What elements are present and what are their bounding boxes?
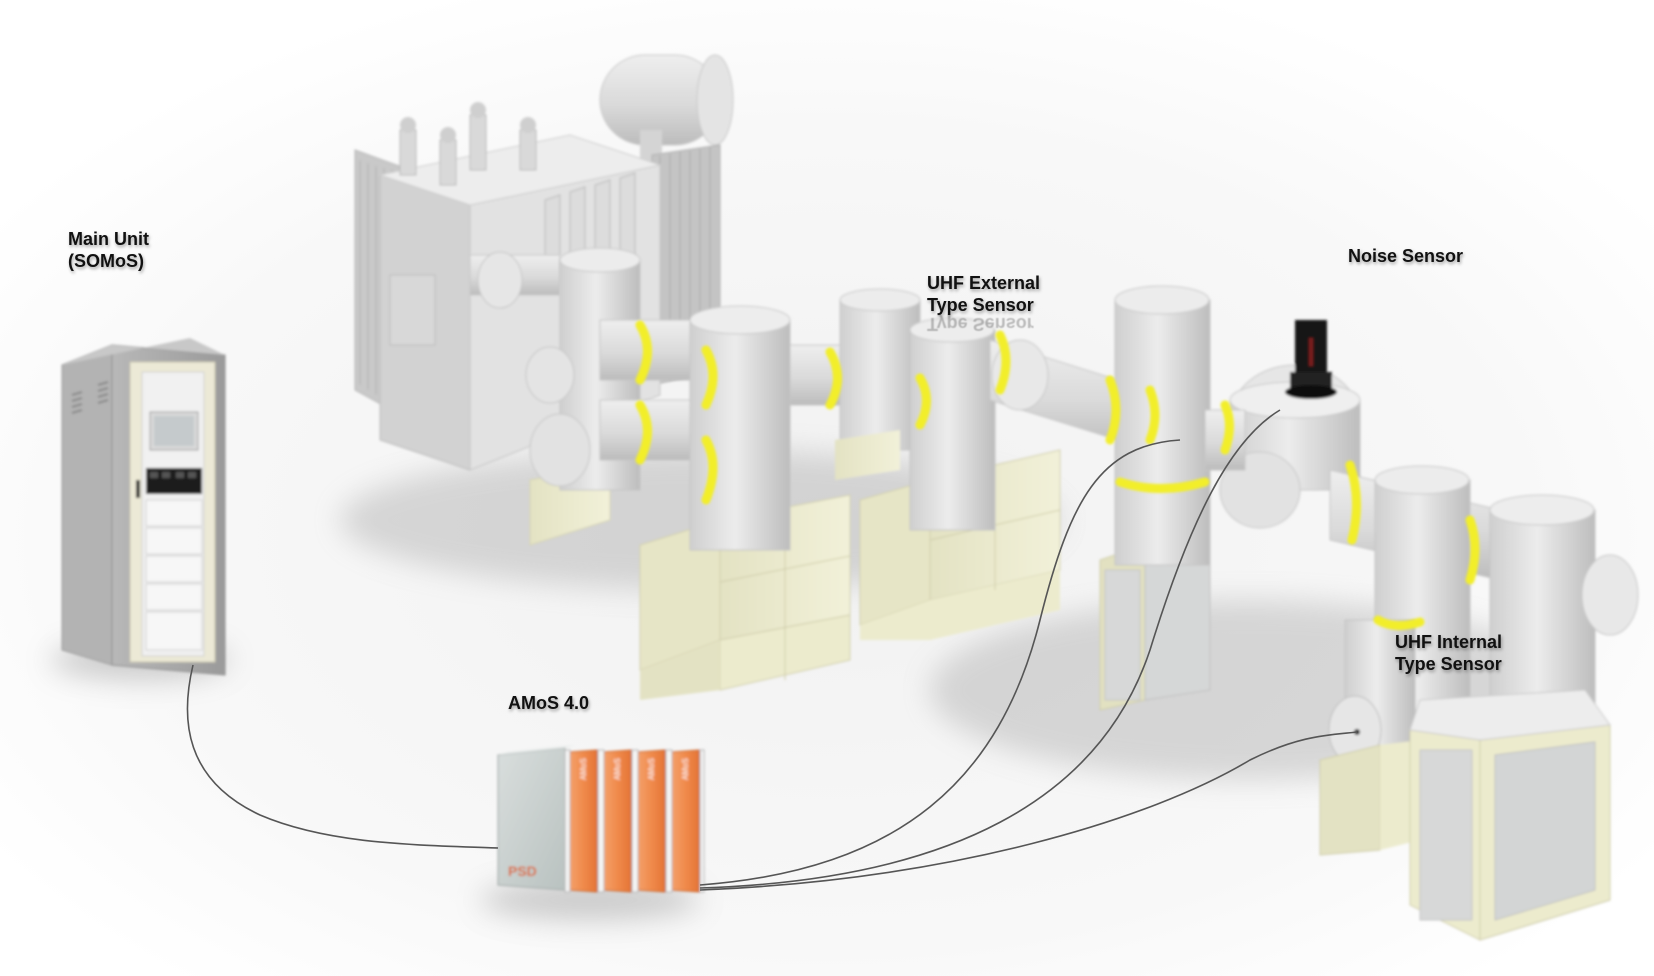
label-uhf-internal: UHF Internal Type Sensor <box>1395 631 1502 675</box>
gis-left-section <box>525 247 921 700</box>
amos-module-label-4: AMoS <box>681 758 690 780</box>
gis-middle-section <box>859 317 1151 640</box>
label-uhf-external-reflection-text: Type Sensor <box>927 314 1034 334</box>
label-main-unit-line1: Main Unit <box>68 229 149 249</box>
gis-right-section <box>1319 465 1639 941</box>
label-uhf-internal-line1: UHF Internal <box>1395 632 1503 652</box>
label-main-unit: Main Unit (SOMoS) <box>68 228 149 272</box>
amos-module-label-1: AMoS <box>579 758 588 780</box>
label-uhf-external: UHF External Type Sensor <box>927 272 1040 316</box>
cable-amos-to-uhf-external <box>699 439 1181 886</box>
label-uhf-internal-line2: Type Sensor <box>1395 654 1502 674</box>
label-amos: AMoS 4.0 <box>508 692 589 714</box>
label-amos-text: AMoS 4.0 <box>508 693 590 713</box>
amos-module-label-2: AMoS <box>613 758 622 780</box>
label-uhf-external-reflection: Type Sensor <box>927 313 1034 335</box>
noise-sensor-device <box>1285 320 1337 399</box>
amos-device: PSD AMoS AMoS AMoS AMoS <box>497 745 705 893</box>
uhf-sensor-rings <box>635 320 1480 630</box>
amos-module-label-3: AMoS <box>647 758 656 780</box>
amos-brand-text: PSD <box>508 863 537 879</box>
label-noise-sensor: Noise Sensor <box>1348 245 1463 267</box>
gis-center-column <box>1099 285 1361 711</box>
main-unit-cabinet <box>61 338 226 676</box>
cable-amos-to-uhf-internal <box>699 731 1358 891</box>
label-uhf-external-line1: UHF External <box>927 273 1041 293</box>
cable-main-unit-to-amos <box>186 664 499 849</box>
label-main-unit-line2: (SOMoS) <box>68 251 144 271</box>
label-noise-sensor-text: Noise Sensor <box>1348 246 1464 266</box>
cable-amos-to-noise-sensor <box>699 409 1281 889</box>
label-uhf-external-line2: Type Sensor <box>927 295 1034 315</box>
cables <box>186 409 1358 891</box>
